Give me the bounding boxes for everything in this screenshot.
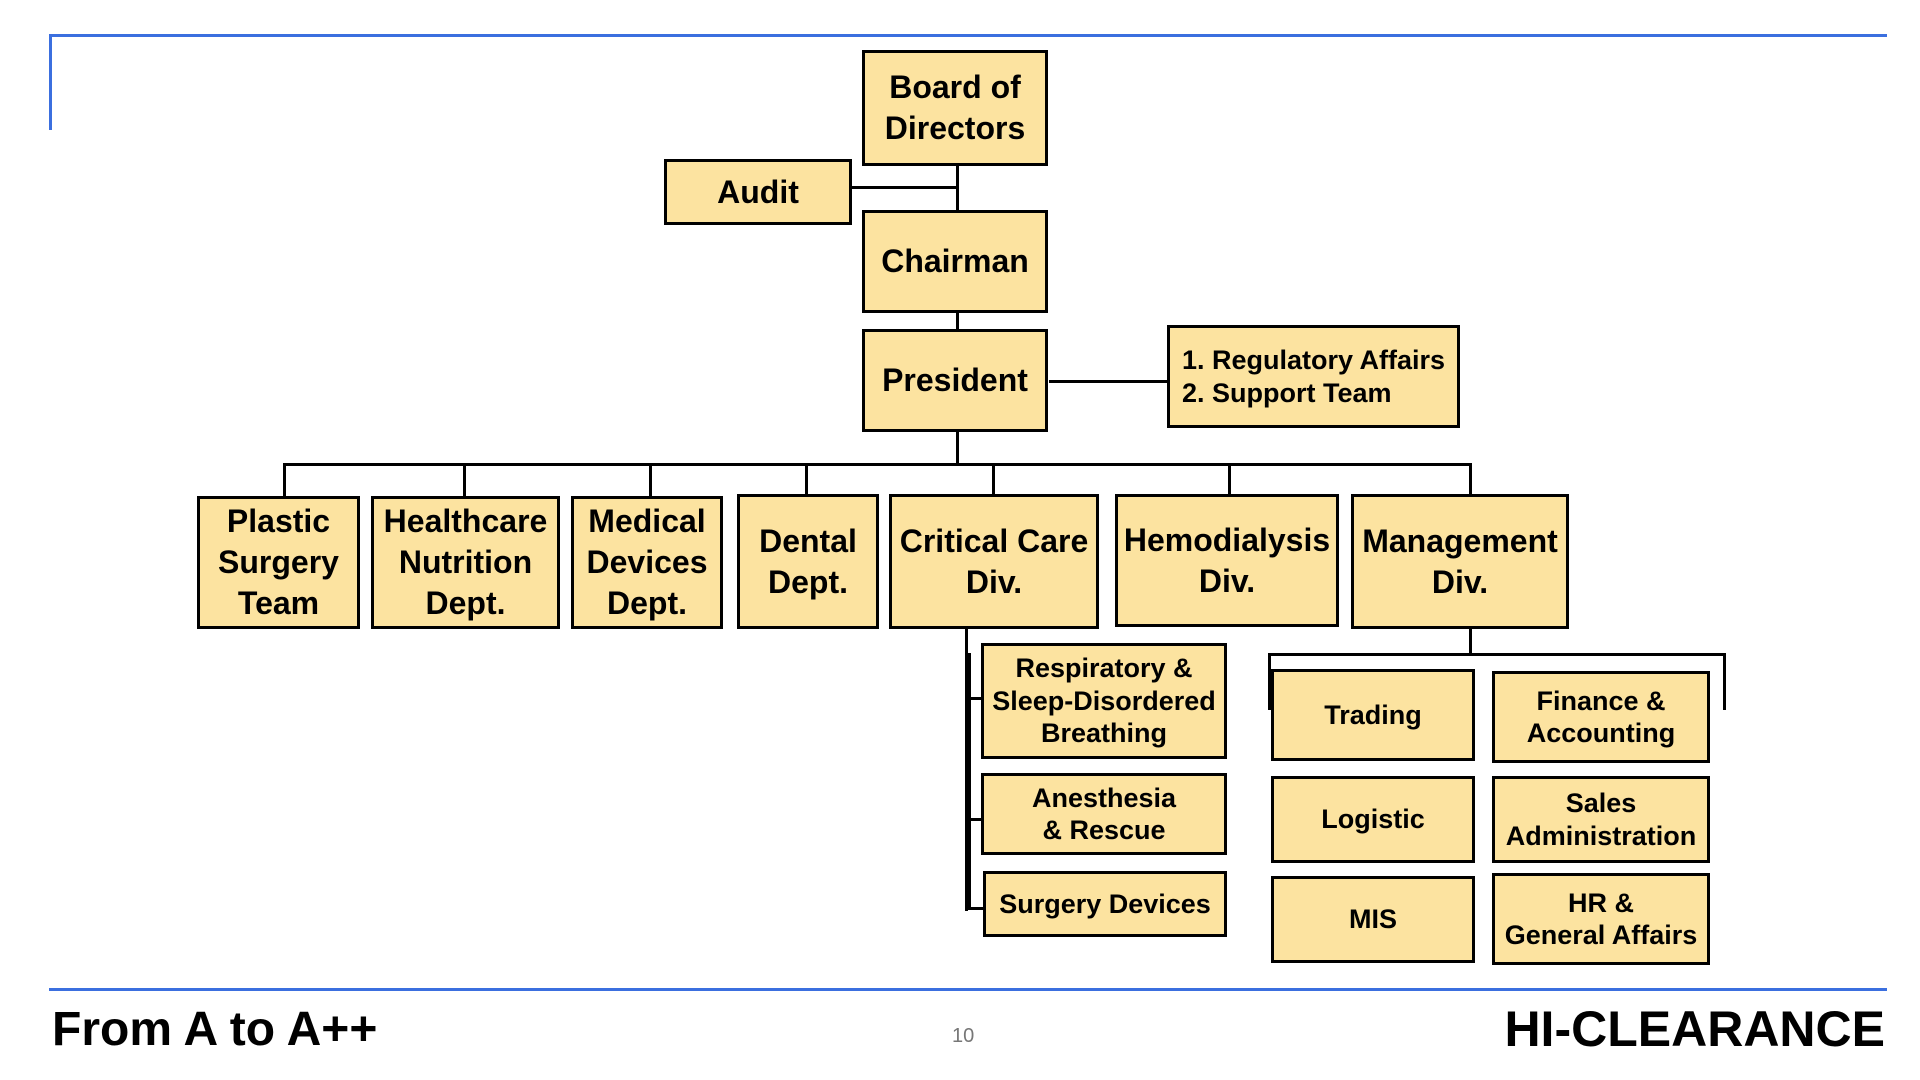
connector-chairman-to-president	[956, 311, 959, 331]
drop-hemo	[1228, 463, 1231, 498]
tick-surgery-devices	[968, 907, 988, 910]
tick-anesthesia	[968, 818, 986, 821]
drop-dental	[805, 463, 808, 498]
bottom-rule	[49, 988, 1887, 991]
drop-critical	[992, 463, 995, 498]
node-hemodialysis: Hemodialysis Div.	[1115, 494, 1339, 627]
node-respiratory: Respiratory & Sleep-Disordered Breathing	[981, 643, 1227, 759]
node-board-of-directors: Board of Directors	[862, 50, 1048, 166]
critical-spine	[965, 629, 968, 911]
page-number: 10	[952, 1025, 975, 1047]
management-bracket-top	[1268, 653, 1726, 656]
node-healthcare-nutrition: Healthcare Nutrition Dept.	[371, 496, 560, 629]
node-audit: Audit	[664, 159, 852, 225]
node-management: Management Div.	[1351, 494, 1569, 629]
node-chairman: Chairman	[862, 210, 1048, 313]
node-trading: Trading	[1271, 669, 1475, 761]
tick-respiratory	[968, 697, 986, 700]
critical-bracket	[968, 653, 971, 910]
node-mis: MIS	[1271, 876, 1475, 963]
company-name: HI-CLEARANCE	[1504, 1001, 1885, 1057]
drop-medical	[649, 463, 652, 498]
management-bracket-left	[1268, 653, 1271, 710]
drop-healthcare	[463, 463, 466, 498]
node-logistic: Logistic	[1271, 776, 1475, 863]
drop-plastic	[283, 463, 286, 498]
connector-president-to-staff	[1049, 380, 1174, 383]
management-bracket-right	[1723, 653, 1726, 710]
node-hr-general-affairs: HR & General Affairs	[1492, 873, 1710, 965]
node-finance-accounting: Finance & Accounting	[1492, 671, 1710, 763]
top-rule	[49, 34, 1887, 37]
node-regulatory-support: 1. Regulatory Affairs 2. Support Team	[1167, 325, 1460, 428]
left-accent-rule	[49, 34, 52, 130]
node-sales-administration: Sales Administration	[1492, 776, 1710, 863]
footer-tagline: From A to A++	[52, 1003, 378, 1056]
node-anesthesia-rescue: Anesthesia & Rescue	[981, 773, 1227, 855]
node-medical-devices: Medical Devices Dept.	[571, 496, 723, 629]
dept-bus-horizontal	[283, 463, 1472, 466]
node-dental: Dental Dept.	[737, 494, 879, 629]
connector-audit	[851, 186, 957, 189]
drop-management	[1469, 463, 1472, 498]
connector-board-to-chairman	[956, 164, 959, 212]
node-president: President	[862, 329, 1048, 432]
node-plastic-surgery-team: Plastic Surgery Team	[197, 496, 360, 629]
management-drop	[1469, 629, 1472, 655]
node-critical-care: Critical Care Div.	[889, 494, 1099, 629]
connector-president-down	[956, 430, 959, 465]
node-surgery-devices: Surgery Devices	[983, 871, 1227, 937]
